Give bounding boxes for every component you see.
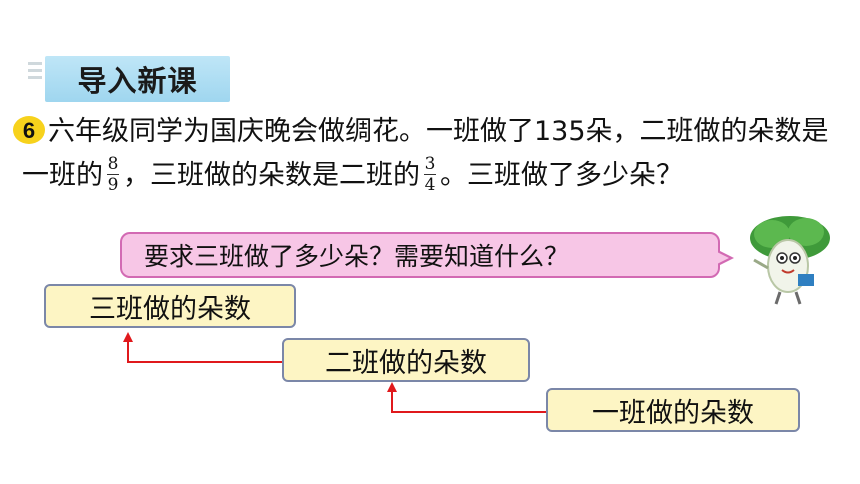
decorative-lines: [28, 62, 42, 90]
problem-number-badge: 6: [13, 116, 45, 144]
problem-text-part3: 。三班做了多少朵？: [440, 160, 683, 191]
class2-count-box: 二班做的朵数: [282, 338, 530, 382]
arrowhead-class3: [123, 332, 133, 342]
problem-text-part2: ，三班做的朵数是二班的: [123, 160, 420, 191]
arrowhead-class2: [387, 382, 397, 392]
cabbage-mascot-icon: [750, 216, 830, 305]
fraction1-numerator: 8: [107, 154, 119, 174]
arrow-class2-to-class3: [127, 338, 282, 363]
class1-count-box: 一班做的朵数: [546, 388, 800, 432]
section-title: 导入新课: [45, 56, 230, 102]
class3-count-box: 三班做的朵数: [44, 284, 296, 328]
arrow-class1-to-class2: [391, 388, 546, 413]
fraction2-denominator: 4: [424, 175, 436, 195]
problem-text-part1: 六年级同学为国庆晚会做绸花。一班做了135朵，二班做的朵数是一班的: [22, 116, 829, 191]
speech-bubble: 要求三班做了多少朵？需要知道什么？: [120, 232, 720, 278]
problem-number: 6: [23, 118, 35, 143]
fraction1-denominator: 9: [107, 175, 119, 195]
fraction2-numerator: 3: [424, 154, 436, 174]
